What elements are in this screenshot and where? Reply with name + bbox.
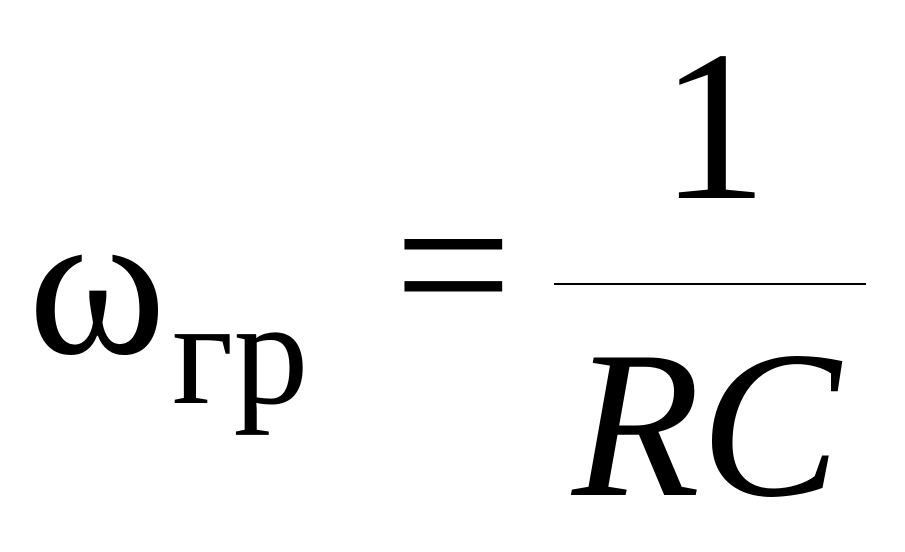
omega-subscript: гр: [172, 270, 309, 436]
fraction-numerator: 1: [660, 6, 768, 245]
fraction-bar: [554, 283, 866, 285]
fraction-denominator: RC: [572, 309, 841, 541]
equals-sign: =: [394, 149, 513, 381]
omega-symbol: ω: [28, 167, 167, 399]
